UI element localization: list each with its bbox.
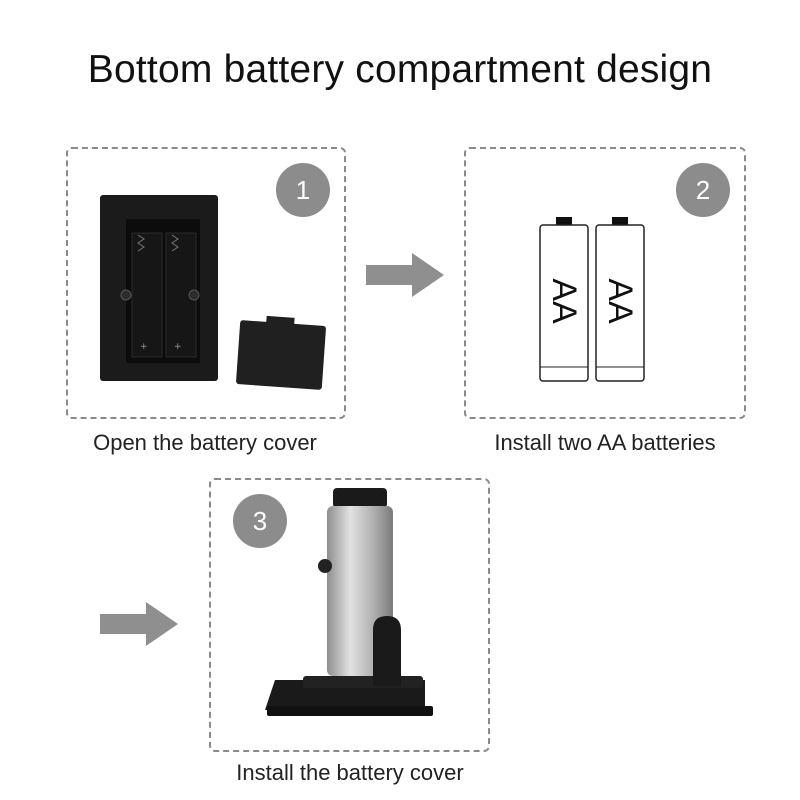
arrow-right-icon <box>366 253 444 297</box>
svg-text:+: + <box>140 342 148 352</box>
svg-text:+: + <box>174 342 182 352</box>
battery-label: AA <box>545 278 583 324</box>
battery-label: AA <box>601 278 639 324</box>
smoker-device-icon <box>265 488 433 716</box>
battery-aa-icon: AA <box>594 217 646 385</box>
step-2-panel: 2 AA AA <box>464 147 746 419</box>
battery-aa-icon: AA <box>538 217 590 385</box>
step-3-badge: 3 <box>233 494 287 548</box>
battery-compartment-icon: + + <box>100 195 326 390</box>
step-2-caption: Install two AA batteries <box>494 430 716 455</box>
step-1-caption: Open the battery cover <box>93 430 317 455</box>
page-title: Bottom battery compartment design <box>87 48 713 91</box>
step-3-caption: Install the battery cover <box>236 760 464 785</box>
step-3-panel: 3 <box>209 478 490 752</box>
step-2-badge: 2 <box>676 163 730 217</box>
arrow-right-icon <box>100 602 178 646</box>
step-1-panel: 1 + + <box>66 147 346 419</box>
step-1-badge: 1 <box>276 163 330 217</box>
